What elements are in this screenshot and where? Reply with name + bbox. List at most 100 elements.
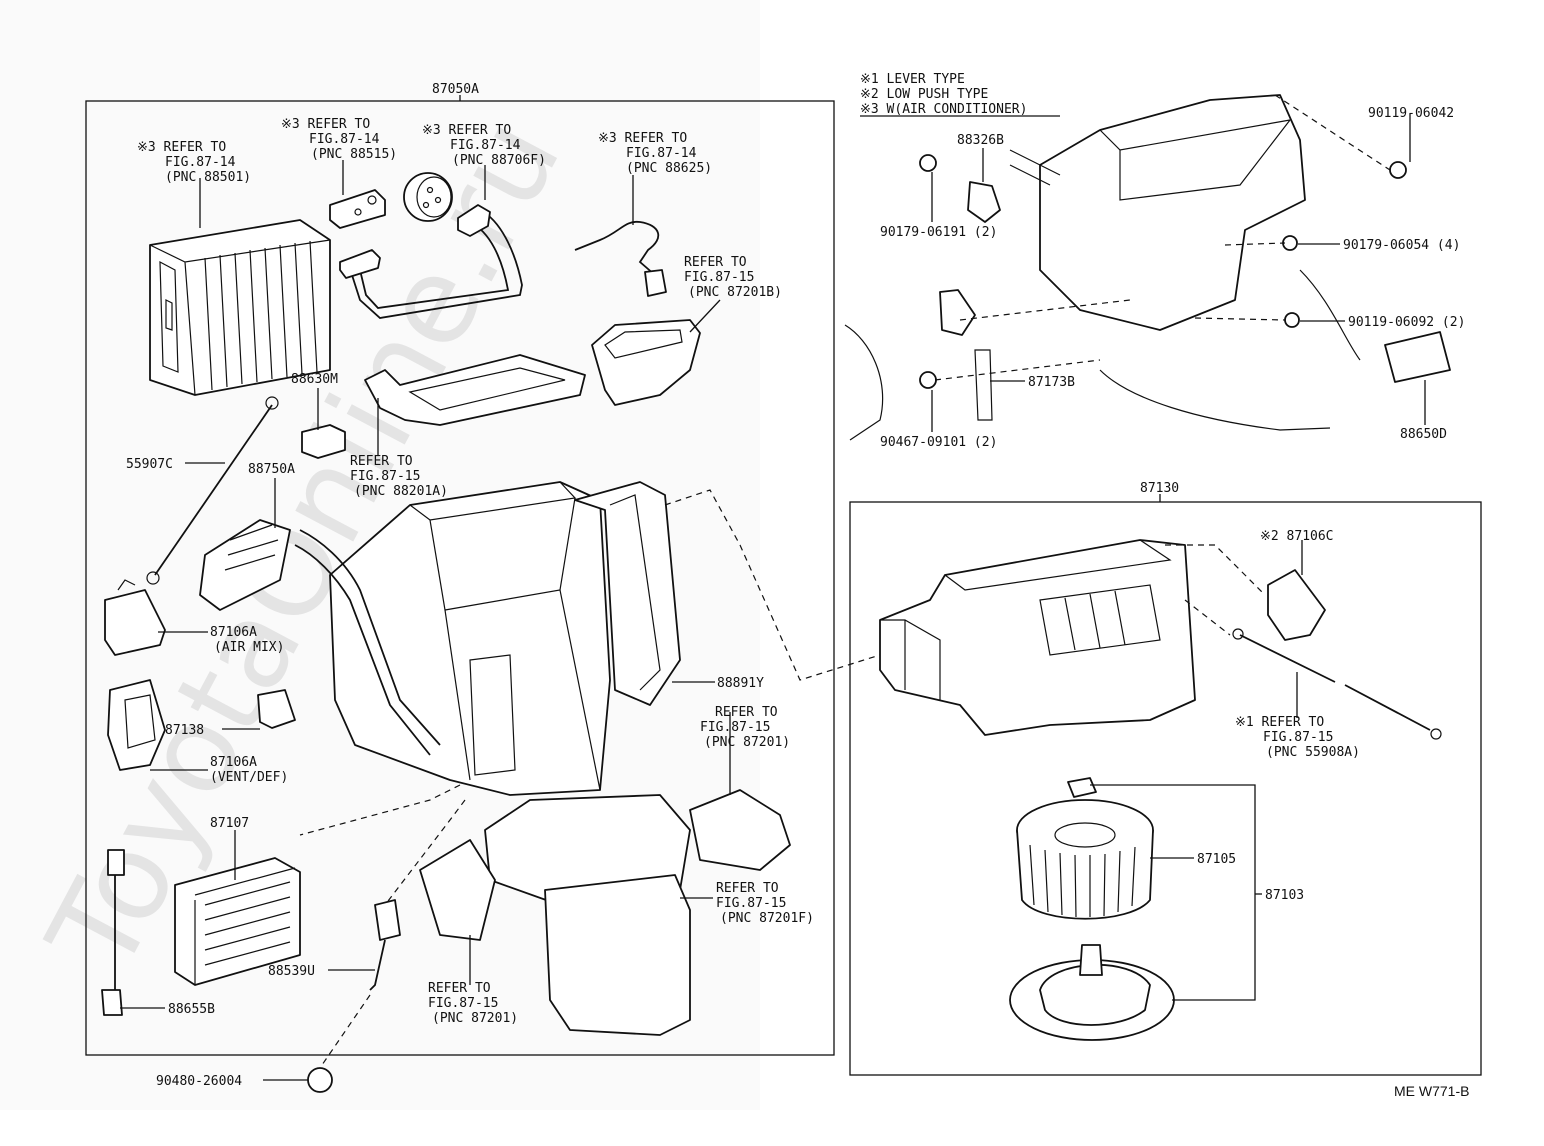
ref-88201a: REFER TO FIG.87-15 (PNC 88201A) [350,454,448,499]
pipe-assembly-drawing [339,204,523,319]
clip-90480-drawing [307,1067,333,1093]
svg-text:※3 REFER TO: ※3 REFER TO [598,131,687,146]
svg-text:FIG.87-15: FIG.87-15 [428,996,498,1011]
svg-text:FIG.87-15: FIG.87-15 [700,720,770,735]
part-90480-26004: 90480-26004 [156,1074,242,1089]
svg-text:(PNC 88706F): (PNC 88706F) [452,153,546,168]
expansion-valve-drawing [329,189,386,229]
motor-87105-drawing [1009,944,1175,1041]
ref-87201f: REFER TO FIG.87-15 (PNC 87201F) [716,881,814,926]
leader-lines [120,114,1426,1081]
part-87138: 87138 [165,723,204,738]
part-90119-06042: 90119-06042 [1368,106,1454,121]
ref-88706f: ※3 REFER TO FIG.87-14 (PNC 88706F) [422,123,546,168]
ref-88501: ※3 REFER TO FIG.87-14 (PNC 88501) [137,140,251,185]
top-case-drawing [364,354,586,426]
legend: ※1 LEVER TYPE ※2 LOW PUSH TYPE ※3 W(AIR … [860,72,1060,117]
svg-text:(PNC 88625): (PNC 88625) [626,161,712,176]
part-87106c: ※2 87106C [1260,529,1334,544]
svg-text:REFER TO: REFER TO [428,981,491,996]
part-87107: 87107 [210,816,249,831]
svg-text:FIG.87-14: FIG.87-14 [626,146,697,161]
pressure-switch-drawing [403,172,453,222]
svg-text:(PNC 87201B): (PNC 87201B) [688,285,782,300]
part-55907c: 55907C [126,457,173,472]
part-90179-06191: 90179-06191 (2) [880,225,997,240]
part-90119-06092: 90119-06092 (2) [1348,315,1465,330]
svg-text:(PNC 88515): (PNC 88515) [311,147,397,162]
part-87103: 87103 [1265,888,1304,903]
svg-text:(PNC 87201): (PNC 87201) [432,1011,518,1026]
svg-text:※3 REFER TO: ※3 REFER TO [422,123,511,138]
fan-87105-drawing [1016,777,1154,920]
part-90179-06054: 90179-06054 (4) [1343,238,1460,253]
servo-87106c-drawing [1267,569,1326,641]
dash-87106c [1165,544,1266,596]
thermistor-drawing [574,220,667,297]
part-88630m: 88630M [291,372,338,387]
cable-55908a-drawing [1232,628,1442,740]
part-87106a-vent-note: (VENT/DEF) [210,770,288,785]
part-88655b: 88655B [168,1002,215,1017]
dash-heater-to-blower [664,489,881,681]
heater-core-drawing [101,849,301,1016]
figure-code: ME W771-B [1394,1083,1469,1099]
svg-text:(PNC 87201): (PNC 87201) [704,735,790,750]
part-88650d: 88650D [1400,427,1447,442]
svg-text:REFER TO: REFER TO [684,255,747,270]
part-87105: 87105 [1197,852,1236,867]
dash-heater-to-aspirator [384,799,466,906]
blower-resistor-drawing [199,519,291,611]
blower-group-frame [849,501,1482,1076]
ref-55908a: ※1 REFER TO FIG.87-15 (PNC 55908A) [1235,715,1360,760]
svg-text:FIG.87-15: FIG.87-15 [1263,730,1333,745]
ref-87201-top: REFER TO FIG.87-15 (PNC 87201) [700,705,790,750]
svg-text:(PNC 88201A): (PNC 88201A) [354,484,448,499]
svg-text:FIG.87-14: FIG.87-14 [309,132,380,147]
svg-text:(PNC 88501): (PNC 88501) [165,170,251,185]
evaporator-drawing [149,219,331,396]
duct-87201b-drawing [591,319,701,406]
relay-drawing [301,424,346,459]
group-label-87050a: 87050A [432,82,479,97]
part-90467-09101: 90467-09101 (2) [880,435,997,450]
heater-unit-drawing [294,481,681,796]
svg-text:REFER TO: REFER TO [350,454,413,469]
svg-text:FIG.87-15: FIG.87-15 [350,469,420,484]
lower-duct-drawing [419,789,791,1036]
part-87106a-air-mix-note: (AIR MIX) [214,640,284,655]
installed-unit-drawing [844,94,1451,441]
part-88750a: 88750A [248,462,295,477]
cable-55907c-drawing [146,396,279,585]
svg-text:(PNC 87201F): (PNC 87201F) [720,911,814,926]
svg-text:FIG.87-14: FIG.87-14 [450,138,521,153]
part-87173b: 87173B [1028,375,1075,390]
part-87106a-vent: 87106A [210,755,257,770]
svg-text:※3 REFER TO: ※3 REFER TO [137,140,226,155]
part-88326b: 88326B [957,133,1004,148]
legend-item-lever: ※1 LEVER TYPE [860,72,965,87]
ref-87201-bottom: REFER TO FIG.87-15 (PNC 87201) [428,981,518,1026]
ref-88625: ※3 REFER TO FIG.87-14 (PNC 88625) [598,131,712,176]
svg-text:※1 REFER TO: ※1 REFER TO [1235,715,1324,730]
dash-90119-06042 [1274,94,1391,171]
svg-text:FIG.87-15: FIG.87-15 [684,270,754,285]
dash-90119-06092 [1194,317,1286,321]
legend-item-low-push: ※2 LOW PUSH TYPE [860,87,988,102]
legend-item-air-conditioner: ※3 W(AIR CONDITIONER) [860,102,1027,117]
svg-text:(PNC 55908A): (PNC 55908A) [1266,745,1360,760]
dash-cable [1184,599,1231,636]
svg-text:※3 REFER TO: ※3 REFER TO [281,117,370,132]
dash-aspirator-to-clip [321,994,371,1066]
svg-text:REFER TO: REFER TO [716,881,779,896]
part-87106a-air-mix: 87106A [210,625,257,640]
aspirator-drawing [369,899,401,991]
group-label-87130: 87130 [1140,481,1179,496]
ref-88515: ※3 REFER TO FIG.87-14 (PNC 88515) [281,117,397,162]
servo-air-mix-drawing [104,579,166,656]
svg-text:FIG.87-14: FIG.87-14 [165,155,236,170]
svg-text:FIG.87-15: FIG.87-15 [716,896,786,911]
part-88891y: 88891Y [717,676,764,691]
